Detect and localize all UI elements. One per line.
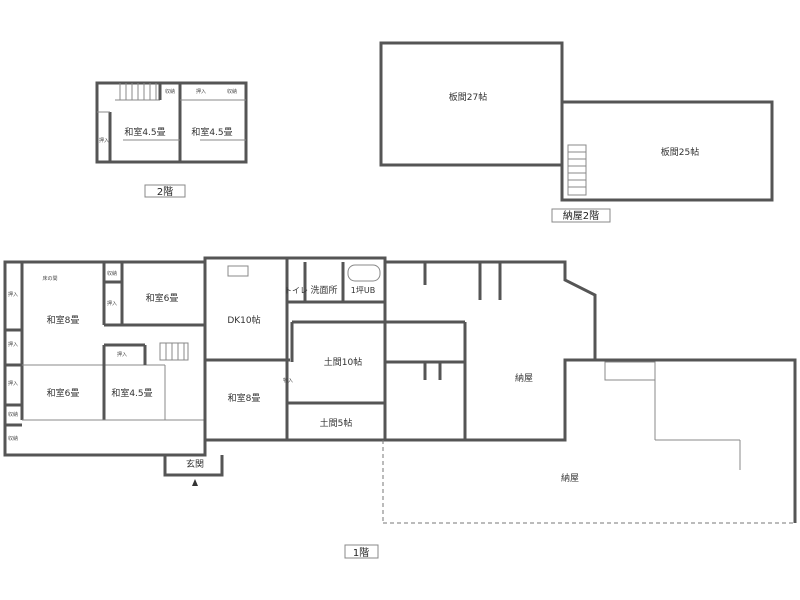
second-floor-plan: 和室4.5畳 和室4.5畳 収納 押入 収納 押入 2階 [95, 81, 248, 198]
room-label: 和室4.5畳 [124, 126, 165, 138]
alcove-label: 床の間 [42, 275, 57, 282]
entrance-arrow-icon [192, 479, 198, 486]
closet-label: 押入 [8, 291, 18, 298]
floor-caption: 2階 [157, 186, 173, 198]
room-label: 和室8畳 [228, 392, 261, 404]
room-label: 和室8畳 [47, 314, 80, 326]
closet-label: 押入 [8, 380, 18, 387]
room-label: 納屋 [561, 472, 579, 484]
room-label: 和室6畳 [47, 387, 80, 399]
floor-caption: 1階 [353, 547, 369, 559]
room-label: 土間10帖 [324, 356, 362, 368]
room-label: DK10帖 [227, 314, 260, 326]
closet-label: 押入 [99, 137, 109, 144]
stairs-icon [159, 342, 189, 361]
room-label: 和室4.5畳 [111, 387, 152, 399]
closet-label: 物入 [283, 377, 293, 384]
room-label: 板間25帖 [661, 146, 699, 158]
room-label: 1坪UB [351, 286, 375, 295]
closet-label: 押入 [117, 351, 127, 358]
closet-label: 収納 [8, 435, 18, 442]
closet-label: 収納 [227, 88, 237, 95]
floor-caption: 納屋2階 [563, 209, 599, 222]
barn-second-floor-plan: 板間27帖 板間25帖 納屋2階 [379, 41, 774, 223]
room-label: トイレ [284, 286, 308, 295]
first-floor-plan: 和室8畳 和室6畳 和室6畳 和室4.5畳 床の間 押入 押入 押入 収納 収納… [3, 256, 797, 559]
stairs-icon [567, 144, 587, 196]
closet-label: 収納 [165, 88, 175, 95]
room-label: 納屋 [515, 372, 533, 384]
closet-label: 押入 [107, 300, 117, 307]
closet-label: 押入 [196, 88, 206, 95]
room-label: 和室6畳 [146, 292, 179, 304]
room-label: 和室4.5畳 [191, 126, 232, 138]
room-label: 板間27帖 [449, 91, 487, 103]
closet-label: 押入 [8, 341, 18, 348]
closet-label: 収納 [107, 270, 117, 277]
closet-label: 収納 [8, 411, 18, 418]
room-label: 土間5帖 [320, 417, 353, 429]
room-label: 玄関 [186, 458, 204, 470]
room-label: 洗面所 [310, 284, 337, 296]
stairs-icon [119, 83, 157, 100]
